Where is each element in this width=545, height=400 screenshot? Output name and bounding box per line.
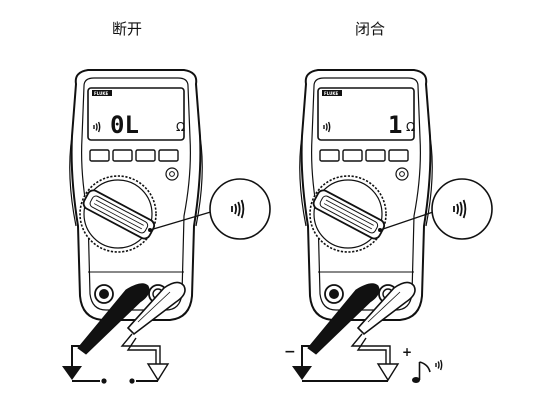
- negative-terminal-right: [292, 366, 312, 380]
- meter-open-brand: FLUKE: [94, 91, 108, 96]
- meter-open-unit: Ω: [176, 120, 185, 134]
- meter-closed-display: 1: [388, 111, 402, 139]
- open-circuit-label: 断开: [112, 20, 143, 38]
- negative-sign: −: [284, 344, 296, 360]
- closed-circuit-label: 闭合: [355, 20, 386, 38]
- negative-terminal-left: [62, 366, 82, 380]
- meter-closed-brand: FLUKE: [324, 91, 338, 96]
- meter-open: FLUKE 0L Ω: [62, 69, 271, 384]
- tone-sound-wave-icon: [435, 359, 443, 371]
- positive-sign: +: [402, 345, 412, 359]
- meter-closed-unit: Ω: [406, 120, 415, 134]
- music-note-icon: [412, 361, 431, 383]
- meter-open-display: 0L: [110, 111, 139, 139]
- meter-closed: FLUKE 1 Ω − +: [284, 69, 493, 383]
